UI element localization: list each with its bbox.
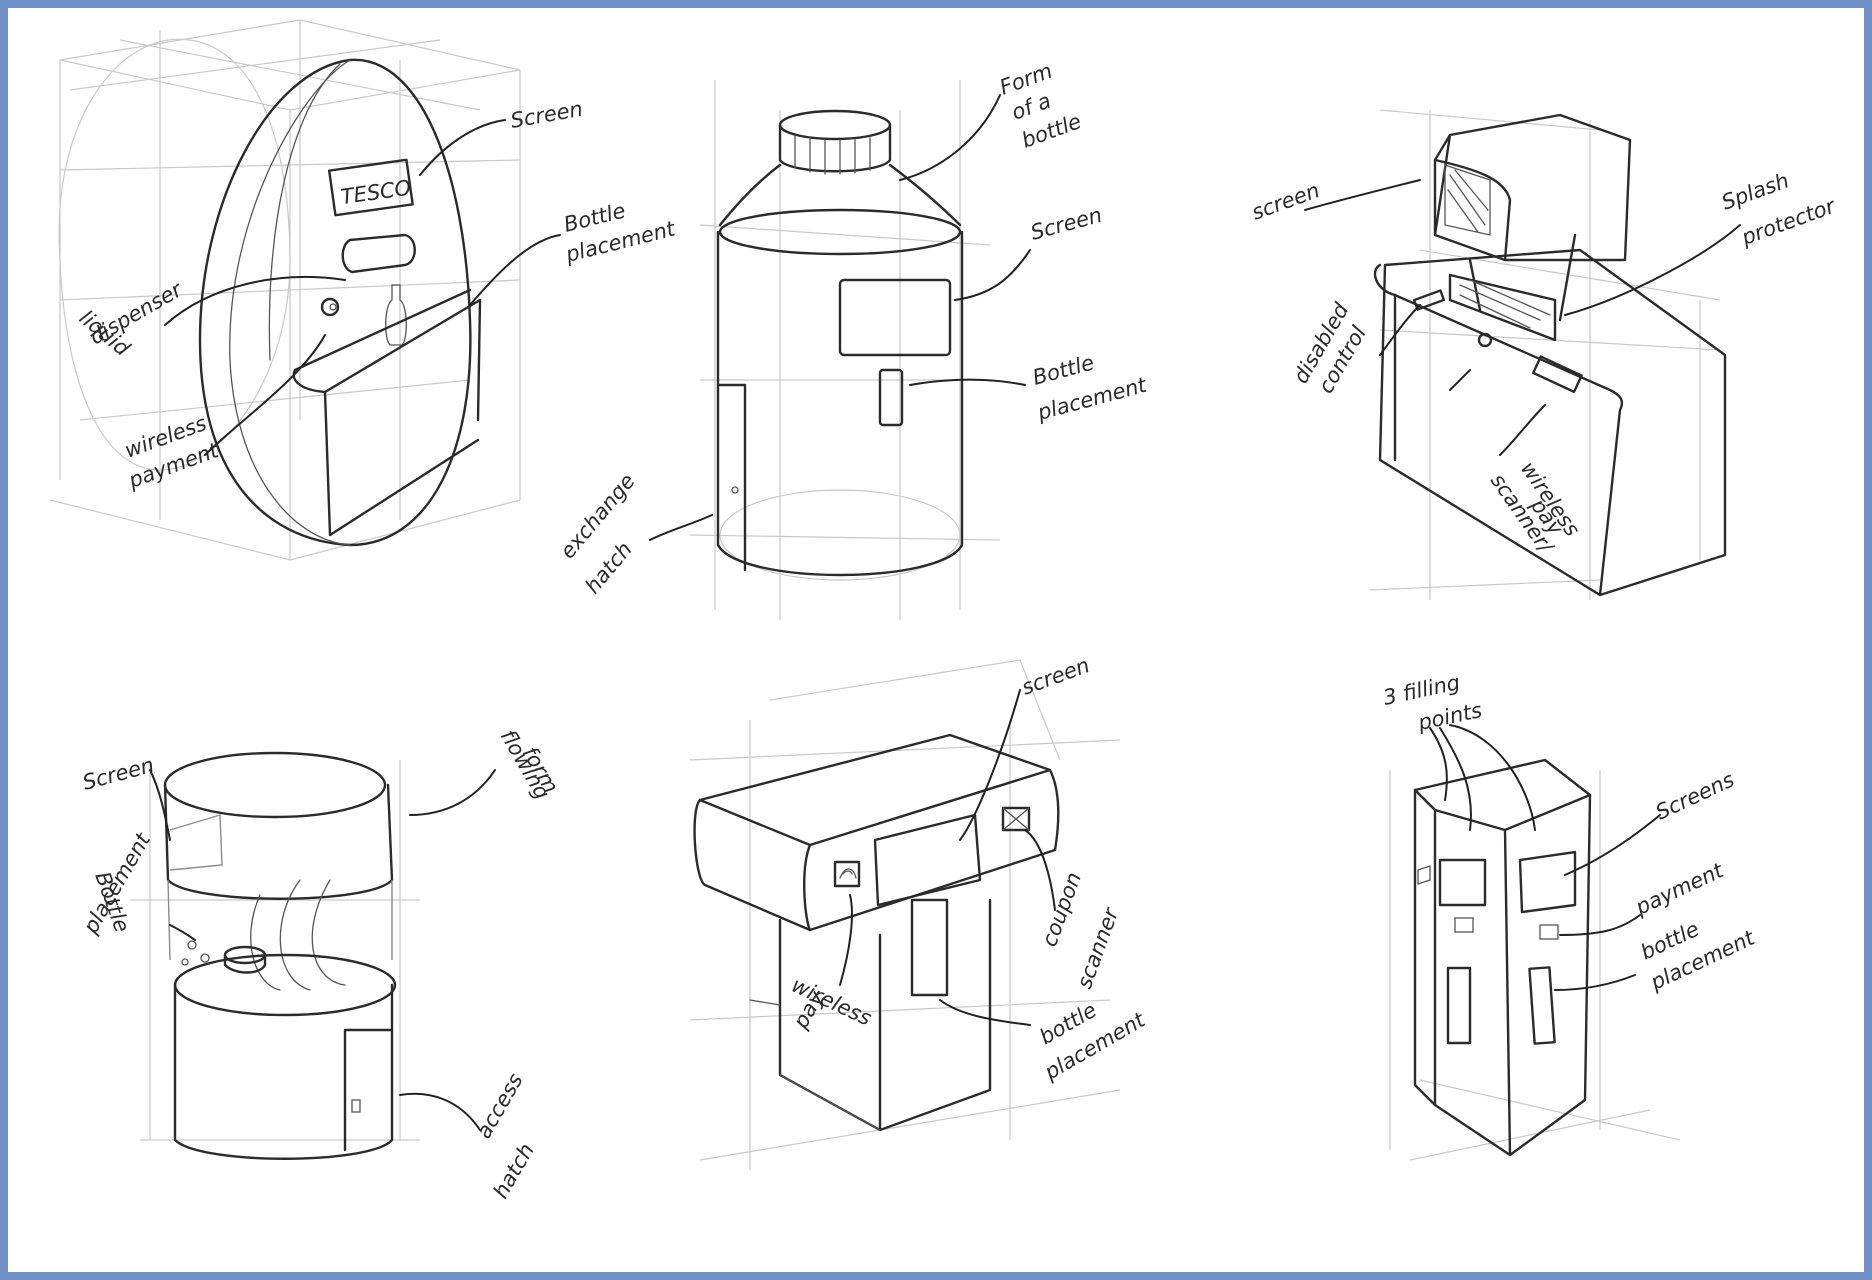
bottle-slot xyxy=(878,368,904,427)
egg-brand: TESCO xyxy=(339,176,412,210)
hex-label-payment: payment xyxy=(1631,858,1728,920)
hex-label-filling-2: points xyxy=(1415,698,1484,735)
arrow-cyl-bottle xyxy=(169,924,196,941)
counter-label-screen: screen xyxy=(1249,178,1323,225)
arrow-egg-bottle xyxy=(469,234,561,306)
hex-label-screens: Screens xyxy=(1652,767,1738,824)
arrow-cyl-flowing xyxy=(409,769,496,816)
sketch-bottle-unit: Form of a bottle Screen Bottle placement… xyxy=(555,59,1150,620)
arrow-cyl-access xyxy=(399,1092,481,1131)
arrow-counter-scanner xyxy=(1499,404,1546,456)
arrow-bottle-form xyxy=(899,94,1001,181)
arrow-counter-screen xyxy=(1304,179,1421,211)
arrow-hex-filling-2 xyxy=(1439,727,1472,831)
arrow-counter-disabled xyxy=(1379,304,1421,356)
bottle-screen xyxy=(838,278,952,357)
arrow-egg-liquid xyxy=(164,276,346,326)
arrow-bottle-screen xyxy=(954,249,1031,301)
kiosk-screen xyxy=(873,813,982,907)
arrow-bottle-slot xyxy=(909,378,1026,386)
egg-screen xyxy=(327,158,414,217)
cyl-label-access-2: hatch xyxy=(489,1139,539,1202)
arrow-cyl-screen xyxy=(149,769,171,841)
arrow-hex-bottle xyxy=(1554,974,1636,991)
arrow-bottle-exchange xyxy=(649,514,713,541)
arrow-hex-filling-1 xyxy=(1429,727,1448,801)
arrow-hex-payment xyxy=(1559,914,1641,936)
kiosk-label-coupon-1: coupon xyxy=(1037,869,1086,950)
kiosk-bottle-slot xyxy=(910,898,949,997)
arrow-kiosk-screen xyxy=(959,689,1021,841)
cyl-label-access-1: access xyxy=(472,1069,528,1142)
bottle-label-exchange-2: hatch xyxy=(580,537,636,598)
hex-screen xyxy=(1518,850,1577,914)
sketch-hex-unit: 3 filling points Screens payment bottle … xyxy=(1381,670,1759,1161)
bottle-label-screen: Screen xyxy=(1028,203,1104,245)
kiosk-label-screen: screen xyxy=(1019,653,1093,700)
arrow-hex-filling-3 xyxy=(1449,724,1536,831)
sketch-kiosk: screen coupon scanner wireless pay bottl… xyxy=(689,653,1150,1170)
arrow-counter-splash xyxy=(1564,224,1741,316)
arrow-kiosk-bottle xyxy=(939,999,1031,1026)
arrow-egg-screen xyxy=(419,119,506,176)
bottle-label-slot-1: Bottle xyxy=(1030,350,1097,389)
sketch-counter-unit: screen Splash protector disabled control… xyxy=(1249,109,1839,600)
kiosk-label-coupon-2: scanner xyxy=(1072,904,1124,992)
arrow-hex-screens xyxy=(1564,814,1661,876)
arrow-kiosk-coupon xyxy=(1024,829,1056,911)
sketch-egg-dispenser: TESCO Screen Bottle placement liquid dis… xyxy=(49,19,678,561)
counter-label-splash-1: Splash xyxy=(1719,168,1793,214)
cyl-label-screen: Screen xyxy=(80,753,156,795)
sketch-cylinder: Screen flowing form Bottle placement acc… xyxy=(78,726,563,1203)
arrow-egg-wireless xyxy=(204,334,326,456)
arrow-kiosk-wireless xyxy=(839,894,853,986)
